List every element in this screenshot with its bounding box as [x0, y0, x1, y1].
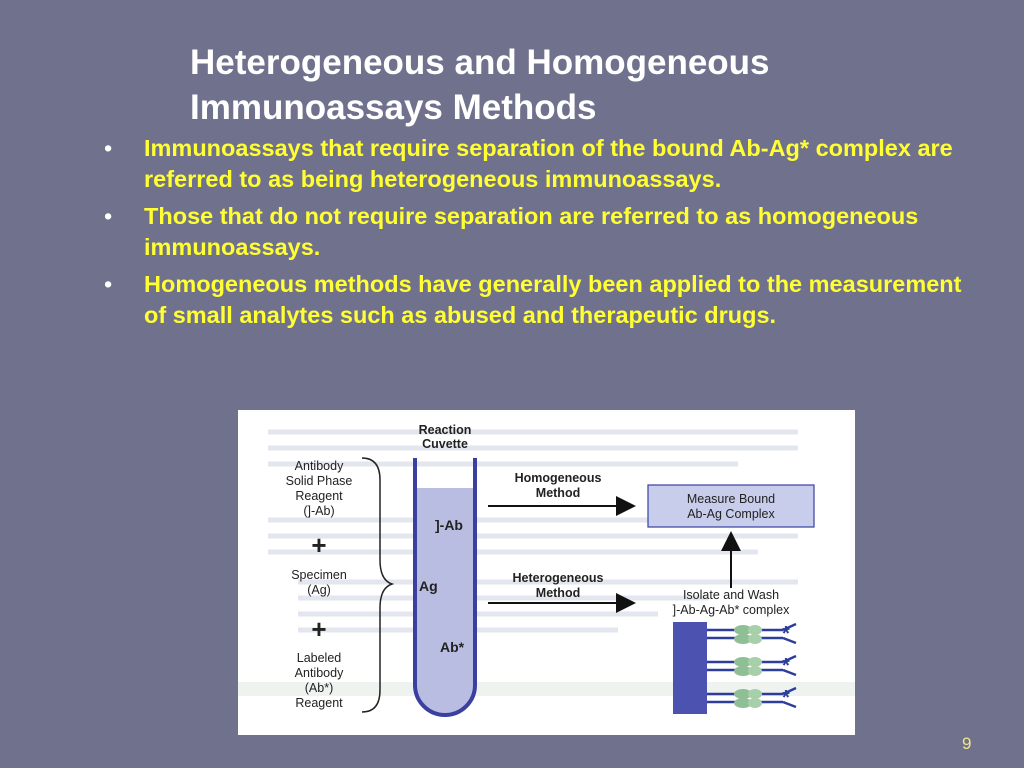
cuvette-fill: [415, 488, 475, 715]
cuvette-label: Cuvette: [422, 437, 468, 451]
brace: [361, 457, 395, 713]
reagent1-line: Solid Phase: [286, 474, 353, 488]
specimen-line: Specimen: [291, 568, 347, 582]
complex-row: *: [707, 686, 797, 709]
homogeneous-label: Method: [536, 486, 580, 500]
specimen-line: (Ag): [307, 583, 331, 597]
reagent1-line: Reagent: [295, 489, 343, 503]
bullet-text: Immunoassays that require separation of …: [144, 135, 953, 192]
reagent1-line: Antibody: [295, 459, 344, 473]
plus-sign: +: [311, 614, 326, 644]
measure-box-label: Ab-Ag Complex: [687, 507, 775, 521]
cuvette-abstar-label: Ab*: [440, 639, 465, 655]
heterogeneous-label: Method: [536, 586, 580, 600]
bullet-text: Those that do not require separation are…: [144, 203, 919, 260]
complex-row: *: [707, 654, 797, 677]
homogeneous-label: Homogeneous: [515, 471, 602, 485]
solid-phase-block: [673, 622, 707, 714]
isolate-label: ]-Ab-Ag-Ab* complex: [673, 603, 790, 617]
page-number: 9: [962, 734, 972, 753]
cuvette-ab-label: ]-Ab: [435, 517, 463, 533]
bullet-text: Homogeneous methods have generally been …: [144, 271, 962, 328]
reagent2-line: (Ab*): [305, 681, 333, 695]
reagent1-line: (]-Ab): [303, 504, 334, 518]
measure-box: [647, 484, 815, 528]
bullet-item: • Those that do not require separation ar…: [104, 201, 984, 263]
background-text-lines: [268, 429, 798, 633]
reaction-cuvette: [413, 458, 477, 717]
bullet-item: • Homogeneous methods have generally been…: [104, 269, 984, 331]
bullet-item: • Immunoassays that require separation of…: [104, 133, 984, 195]
reagent2-line: Labeled: [297, 651, 342, 665]
plus-sign: +: [311, 530, 326, 560]
slide-title: Heterogeneous and Homogeneous Immunoassa…: [190, 40, 990, 130]
cuvette-ag-label: Ag: [419, 578, 438, 594]
label-star: *: [782, 623, 790, 645]
reagent2-line: Antibody: [295, 666, 344, 680]
cuvette-label: Reaction: [419, 423, 472, 437]
label-star: *: [782, 687, 790, 709]
label-star: *: [782, 655, 790, 677]
complex-row: *: [707, 622, 797, 645]
reagent2-line: Reagent: [295, 696, 343, 710]
bullet-list: • Immunoassays that require separation of…: [104, 133, 984, 337]
bullet-icon: •: [104, 203, 113, 229]
title-line-2: Immunoassays Methods: [190, 88, 597, 127]
immunoassay-diagram: Antibody Solid Phase Reagent (]-Ab) + Sp…: [238, 410, 855, 735]
heterogeneous-label: Heterogeneous: [513, 571, 604, 585]
isolate-label: Isolate and Wash: [683, 588, 779, 602]
bullet-icon: •: [104, 271, 113, 297]
title-line-1: Heterogeneous and Homogeneous: [190, 43, 770, 82]
measure-box-label: Measure Bound: [687, 492, 775, 506]
bullet-icon: •: [104, 135, 113, 161]
